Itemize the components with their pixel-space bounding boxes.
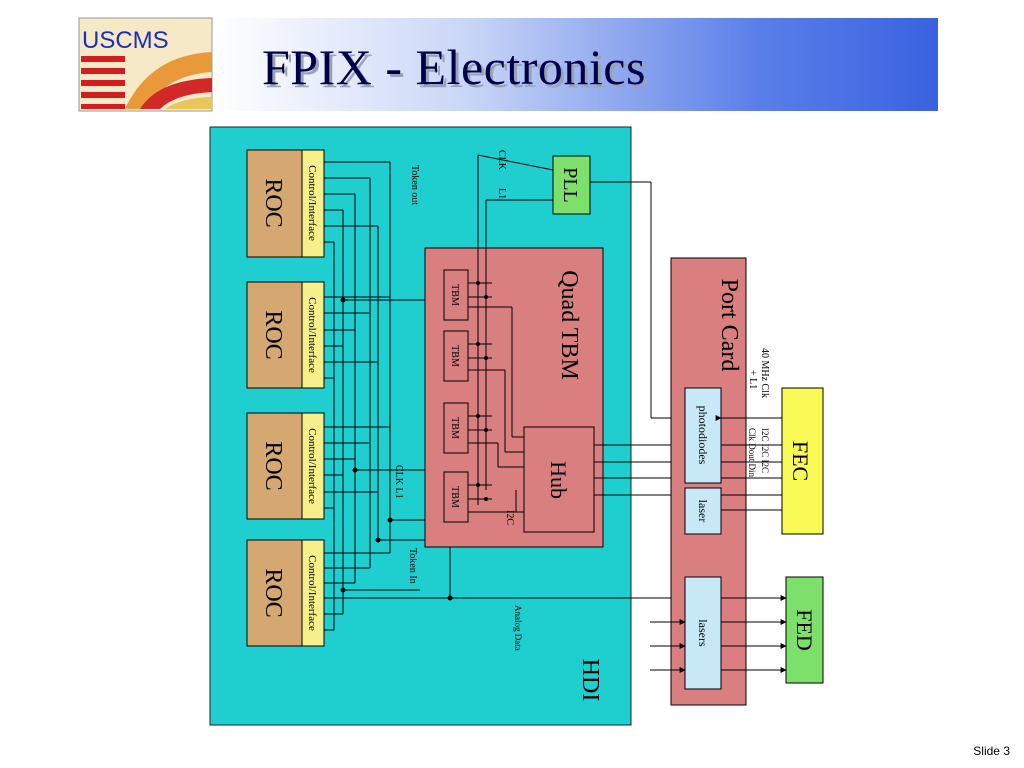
tbm-lines — [468, 154, 685, 513]
control-interface-label: Control/Interface — [306, 428, 318, 504]
laser-label: laser — [696, 500, 710, 523]
roc-label: ROC — [260, 178, 286, 227]
pll-block — [552, 155, 591, 215]
tbm-label: TBM — [449, 486, 460, 508]
junction-dots — [340, 297, 453, 601]
tbm-label: TBM — [449, 417, 460, 439]
fed-label: FED — [792, 609, 817, 651]
hub-block: Hub — [523, 426, 595, 533]
tbm-3: TBM — [443, 402, 469, 454]
lasers-label: lasers — [696, 619, 710, 647]
token-in-label: Token In — [407, 548, 418, 584]
fec-block: FEC — [781, 387, 824, 535]
slide-title: FPIX - Electronics — [262, 39, 646, 95]
hub-label: Hub — [546, 461, 571, 499]
control-interface-label: Control/Interface — [306, 555, 318, 631]
tbm-label: TBM — [449, 284, 460, 306]
tbm-label: TBM — [449, 345, 460, 367]
roc-1: ROC Control/Interface — [246, 149, 325, 258]
roc-3: ROC Control/Interface — [246, 412, 325, 520]
clk-label: CLK — [496, 150, 507, 171]
tbm-2: TBM — [443, 330, 469, 382]
roc-label: ROC — [260, 441, 286, 490]
token-out-label: Token out — [409, 165, 420, 205]
port-card-label: Port Card — [716, 279, 742, 372]
photodiodes-block: photodiodes — [684, 387, 722, 484]
hdi-label: HDI — [577, 659, 603, 702]
logo-text: USCMS — [82, 27, 169, 54]
quad-tbm-label: Quad TBM — [556, 270, 582, 380]
pll-label: PLL — [559, 167, 581, 203]
fed-block: FED — [785, 576, 824, 684]
i2c-row-label: I2C I2C I2C — [760, 428, 770, 473]
control-interface-label: Control/Interface — [306, 165, 318, 241]
l1-label: L1 — [496, 188, 507, 199]
clk-dout-din-label: Clk Dout Din — [747, 428, 757, 478]
tbm-4: TBM — [443, 471, 469, 523]
slide-number: Slide 3 — [973, 744, 1010, 758]
tbm-1: TBM — [443, 269, 469, 321]
roc-label: ROC — [260, 310, 286, 359]
uscms-logo: USCMS — [78, 17, 213, 112]
tbm-junction-dots — [476, 281, 488, 501]
fec-label: FEC — [788, 441, 813, 481]
plus-l1-label: + L1 — [747, 370, 758, 389]
clk-l1-label: CLK L1 — [393, 465, 404, 499]
laser-block: laser — [684, 487, 722, 535]
i2c-label: I2C — [504, 510, 515, 525]
analog-data-label: Analog Data — [513, 605, 523, 651]
logo-stripes — [81, 56, 125, 109]
title-banner — [214, 18, 938, 111]
roc-2: ROC Control/Interface — [246, 281, 325, 389]
control-interface-label: Control/Interface — [306, 297, 318, 373]
roc-bus-lines — [324, 161, 685, 631]
roc-label: ROC — [260, 568, 286, 617]
port-card-lines — [650, 415, 787, 673]
lasers-block: lasers — [684, 576, 722, 690]
photodiodes-label: photodiodes — [696, 406, 710, 465]
roc-4: ROC Control/Interface — [246, 539, 325, 647]
mhz-clk-label: 40 MHz Clk — [759, 348, 770, 398]
